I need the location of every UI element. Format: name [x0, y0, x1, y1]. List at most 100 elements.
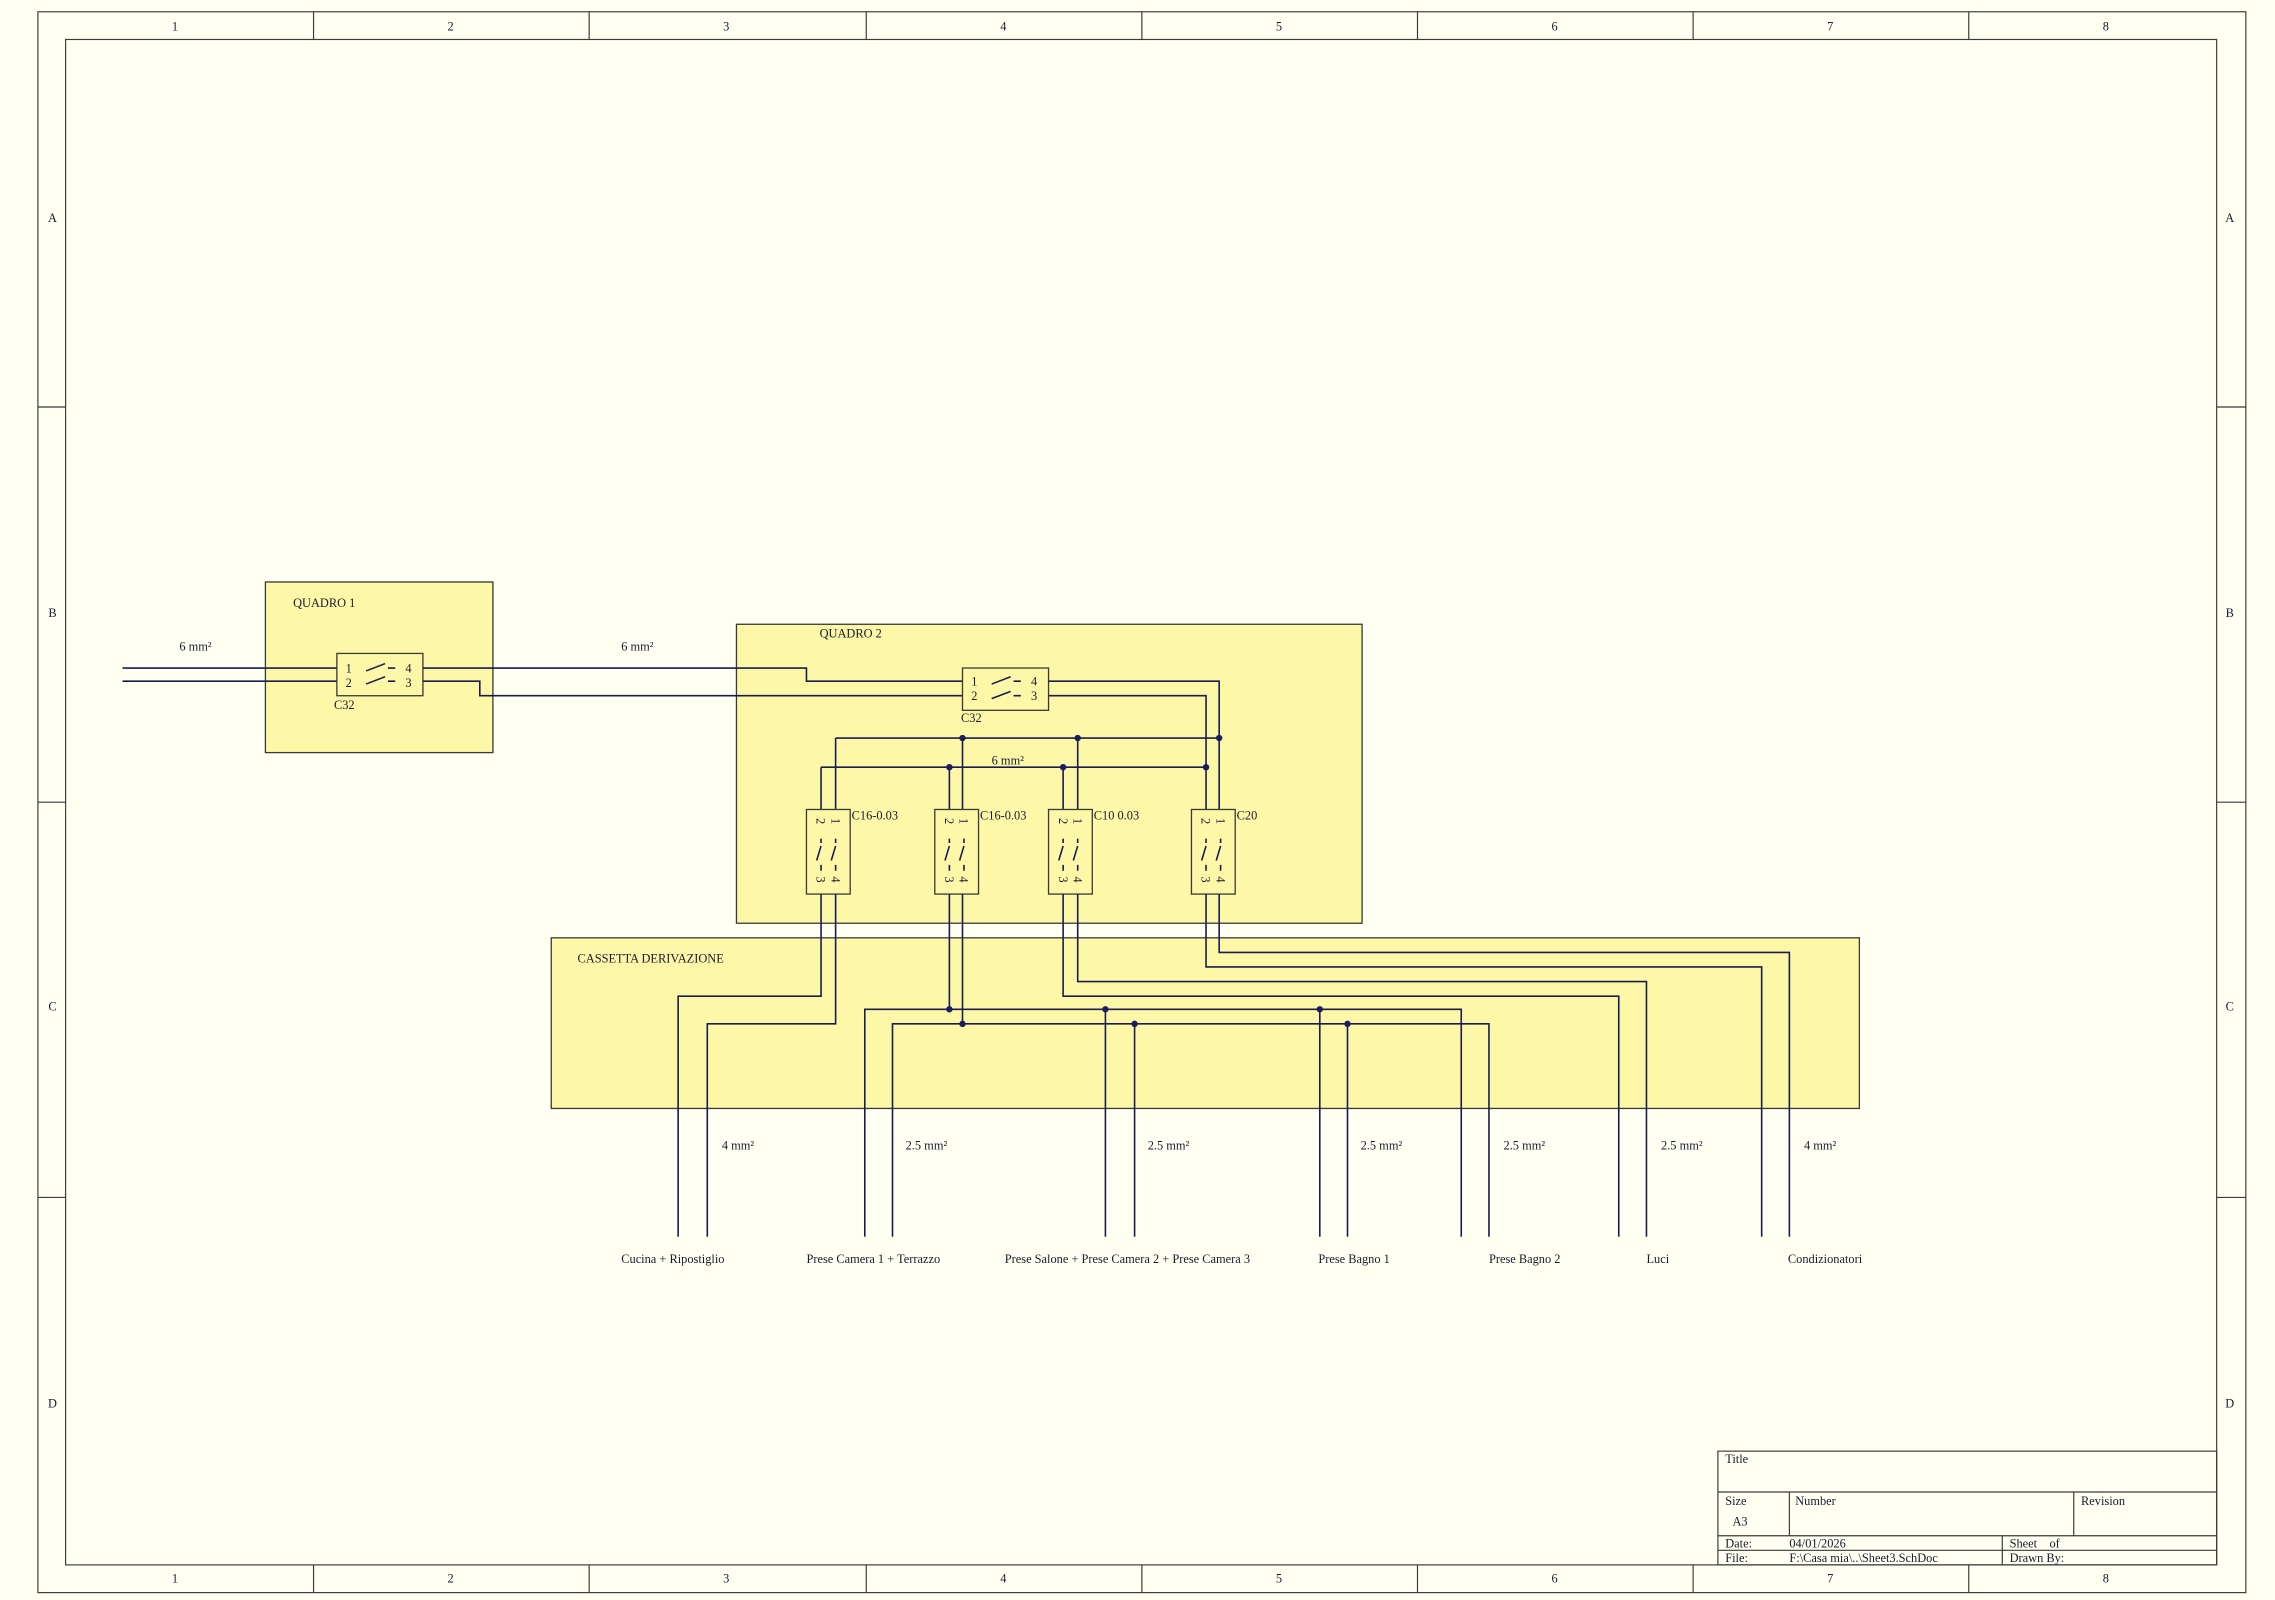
cable-label: 2.5 mm² [1504, 1138, 1546, 1152]
pin-label: 3 [942, 876, 956, 882]
junction-dots [946, 1006, 1351, 1028]
column-label: 4 [1000, 1571, 1006, 1585]
circuit-label[interactable]: Prese Camera 1 + Terrazzo [806, 1252, 940, 1266]
revision-label: Revision [2081, 1494, 2125, 1508]
switch-icon [1057, 838, 1079, 871]
cable-label: 2.5 mm² [906, 1138, 948, 1152]
link-cable-label: 6 mm² [621, 640, 654, 654]
row-label: B [2226, 606, 2234, 620]
pin-label: 3 [814, 876, 828, 882]
pin-label: 4 [1031, 675, 1037, 689]
pin-label: 1 [346, 661, 352, 675]
pin-label: 2 [1056, 818, 1070, 824]
circuit-label[interactable]: Cucina + Ripostiglio [621, 1252, 724, 1266]
pin-label: 1 [1213, 818, 1227, 824]
number-label: Number [1795, 1494, 1836, 1508]
column-label: 1 [172, 1571, 178, 1585]
row-label: C [48, 1000, 56, 1014]
quadro-2-main-breaker[interactable]: 1 2 3 4 C32 [961, 667, 1050, 725]
pin-label: 1 [1070, 818, 1084, 824]
size-value: A3 [1732, 1515, 1747, 1529]
pin-label: 2 [346, 676, 352, 690]
switch-icon [944, 838, 965, 871]
breaker-name: C32 [334, 698, 355, 712]
cable-label: 4 mm² [722, 1138, 755, 1152]
pin-label: 2 [942, 818, 956, 824]
file-value: F:\Casa mia\..\Sheet3.SchDoc [1789, 1551, 1938, 1565]
quadro-1-breaker[interactable]: 1 2 3 4 C32 [334, 652, 424, 712]
date-value: 04/01/2026 [1789, 1536, 1845, 1550]
column-label: 8 [2103, 20, 2109, 34]
column-label: 1 [172, 20, 178, 34]
title-block: Title Size A3 Number Revision Date: 04/0… [1717, 1450, 2218, 1566]
pin-label: 3 [1031, 689, 1037, 703]
cable-labels: 4 mm² 2.5 mm² 2.5 mm² 2.5 mm² 2.5 mm² 2.… [722, 1138, 1837, 1152]
title-label: Title [1725, 1452, 1748, 1466]
pin-label: 1 [971, 675, 977, 689]
bus-cable-label: 6 mm² [992, 753, 1025, 767]
quadro-1-label: QUADRO 1 [293, 596, 355, 610]
pin-label: 4 [828, 876, 842, 882]
cable-label: 2.5 mm² [1148, 1138, 1190, 1152]
column-label: 3 [723, 1571, 729, 1585]
row-label: A [48, 211, 57, 225]
pin-label: 3 [1199, 876, 1213, 882]
pin-label: 2 [971, 689, 977, 703]
breaker-name: C20 [1237, 809, 1258, 823]
sheet-label: Sheet of [2010, 1536, 2061, 1550]
pin-label: 4 [1070, 876, 1084, 882]
cassetta-label: CASSETTA DERIVAZIONE [577, 952, 723, 966]
column-label: 4 [1000, 20, 1006, 34]
circuit-label[interactable]: Prese Salone + Prese Camera 2 + Prese Ca… [1005, 1252, 1250, 1266]
switch-icon [365, 662, 396, 685]
column-label: 8 [2103, 1571, 2109, 1585]
pin-label: 2 [1199, 818, 1213, 824]
row-label: D [48, 1396, 57, 1410]
date-label: Date: [1725, 1536, 1752, 1550]
row-labels: A A B B C C D D [48, 211, 2234, 1411]
row-label: C [2226, 1000, 2234, 1014]
circuit-label[interactable]: Luci [1646, 1252, 1669, 1266]
circuit-label[interactable]: Prese Bagno 1 [1318, 1252, 1390, 1266]
row-label: B [48, 606, 56, 620]
breaker-name: C16-0.03 [980, 809, 1026, 823]
row-label: A [2225, 211, 2234, 225]
switch-icon [991, 676, 1021, 700]
circuit-label[interactable]: Condizionatori [1788, 1252, 1863, 1266]
column-label: 2 [448, 1571, 454, 1585]
pin-label: 3 [1056, 876, 1070, 882]
column-label: 7 [1827, 20, 1833, 34]
row-label: D [2225, 1396, 2234, 1410]
column-label: 3 [723, 20, 729, 34]
pin-label: 4 [405, 661, 411, 675]
column-label: 7 [1827, 1571, 1833, 1585]
switch-icon [1200, 838, 1222, 871]
cable-label: 2.5 mm² [1661, 1138, 1703, 1152]
pin-label: 1 [828, 818, 842, 824]
input-cable-label: 6 mm² [179, 640, 212, 654]
sheet-frame [37, 11, 2247, 1594]
column-label: 2 [448, 20, 454, 34]
drawn-by-label: Drawn By: [2010, 1551, 2065, 1565]
size-label: Size [1725, 1494, 1747, 1508]
column-label: 5 [1276, 20, 1282, 34]
column-label: 5 [1276, 1571, 1282, 1585]
pin-label: 4 [1213, 876, 1227, 882]
circuit-label[interactable]: Prese Bagno 2 [1489, 1252, 1561, 1266]
pin-label: 2 [814, 818, 828, 824]
column-label: 6 [1551, 20, 1557, 34]
junction-dots [946, 734, 1223, 771]
breaker-name: C32 [961, 711, 982, 725]
breaker-name: C10 0.03 [1094, 809, 1139, 823]
quadro-2-label: QUADRO 2 [820, 626, 882, 640]
column-label: 6 [1551, 1571, 1557, 1585]
cable-label: 2.5 mm² [1361, 1138, 1403, 1152]
cable-label: 4 mm² [1804, 1138, 1837, 1152]
file-label: File: [1725, 1551, 1748, 1565]
